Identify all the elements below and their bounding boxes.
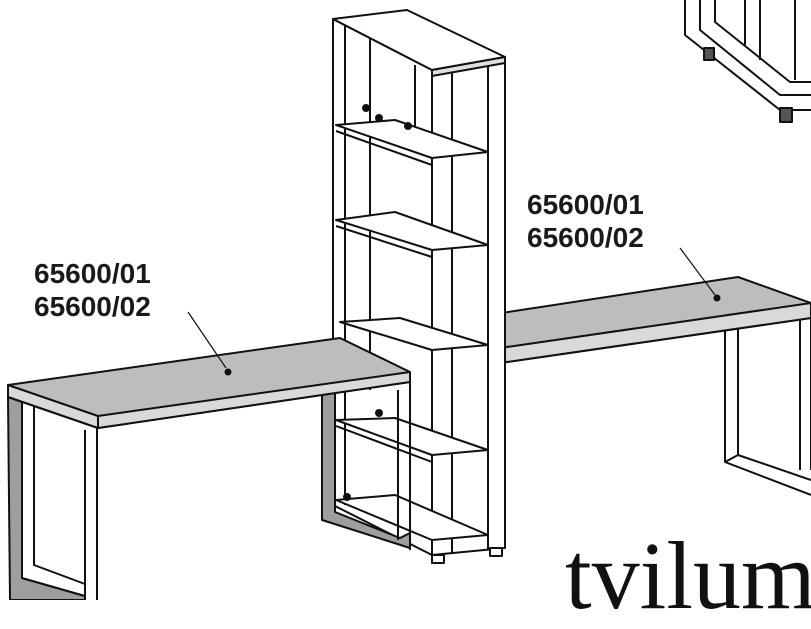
right-desk [415,276,811,496]
part-number-right-line1: 65600/01 [527,189,644,220]
part-number-left-line1: 65600/01 [34,258,151,289]
left-desk [7,337,411,600]
part-number-label-left: 65600/01 65600/02 [34,257,151,323]
assembly-diagram [7,0,811,600]
part-number-left-line2: 65600/02 [34,291,151,322]
part-number-label-right: 65600/01 65600/02 [527,188,644,254]
brand-logo-text: tvilum [565,522,811,629]
bookcase [332,9,506,564]
cabinet-detail-illustration [684,0,811,123]
leader-line-right [679,247,716,296]
part-number-right-line2: 65600/02 [527,222,644,253]
leader-line-left [187,311,227,369]
